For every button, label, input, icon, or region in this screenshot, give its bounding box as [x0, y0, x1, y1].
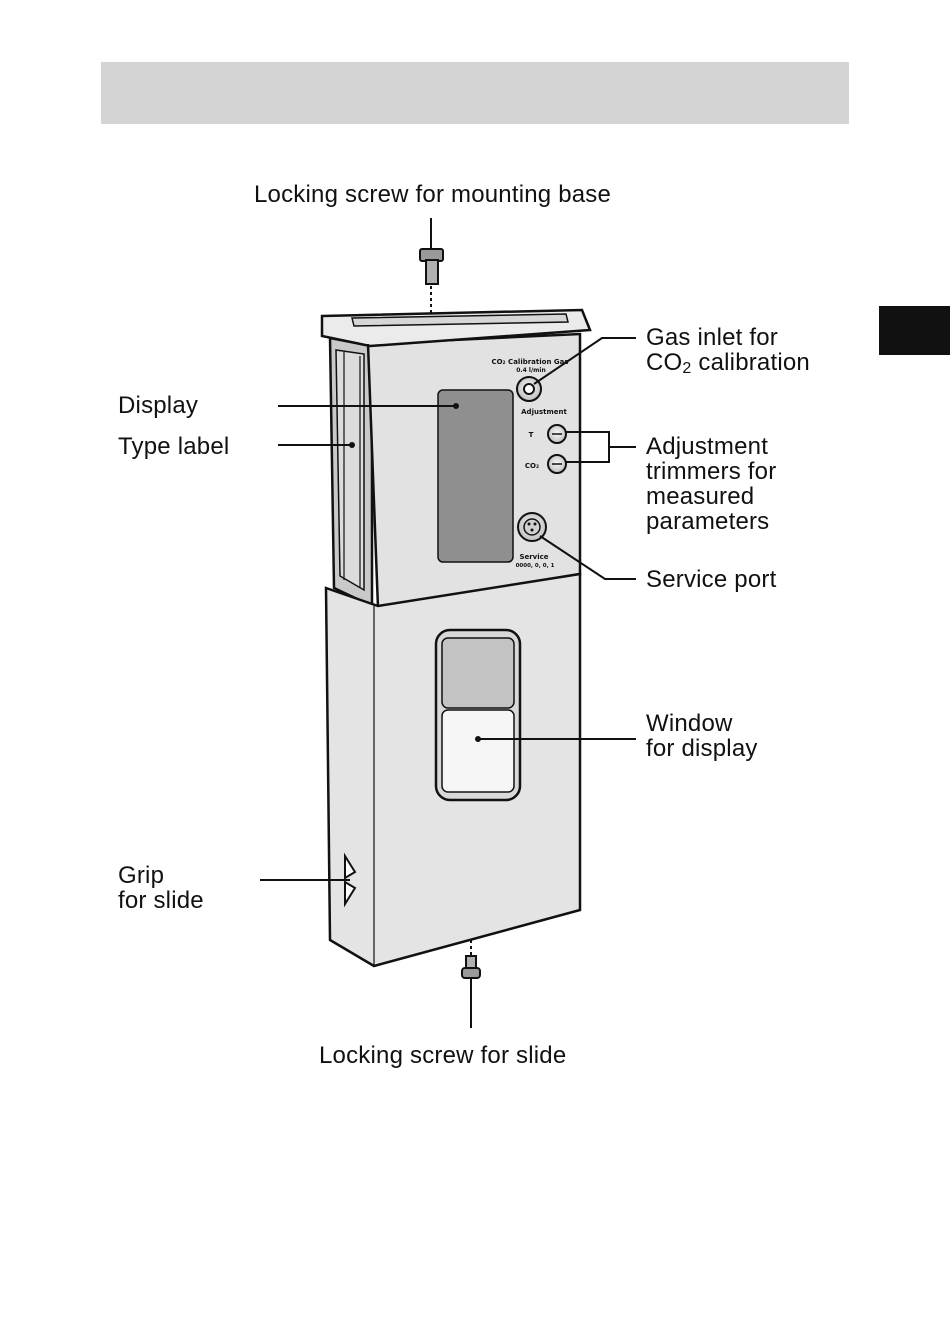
- label-gas-inlet-sub: 2: [682, 360, 691, 377]
- label-gas-inlet: Gas inlet for CO2 calibration: [646, 325, 810, 381]
- label-gas-inlet-line1: Gas inlet for: [646, 325, 810, 350]
- label-adjust-line2: trimmers for: [646, 459, 776, 484]
- label-grip-line1: Grip: [118, 863, 204, 888]
- trimmer-co2: [548, 455, 566, 473]
- label-window-line2: for display: [646, 736, 758, 761]
- label-gas-inlet-co: CO: [646, 349, 682, 376]
- device-service: Service: [519, 553, 548, 561]
- label-adjust-line3: measured: [646, 484, 776, 509]
- label-type-label: Type label: [118, 434, 229, 459]
- label-bottom-screw: Locking screw for slide: [319, 1043, 566, 1068]
- label-grip: Grip for slide: [118, 863, 204, 913]
- label-gas-inlet-line2: CO2 calibration: [646, 350, 810, 381]
- label-adjust-line4: parameters: [646, 509, 776, 534]
- device-adjustment: Adjustment: [521, 408, 567, 416]
- device-cal-gas-title: CO₂ Calibration Gas: [491, 358, 568, 366]
- device-trim-co2: CO₂: [525, 462, 539, 470]
- label-service-port: Service port: [646, 567, 776, 592]
- display-panel: [438, 390, 513, 562]
- label-gas-inlet-rest: calibration: [692, 349, 810, 376]
- device-cal-gas-flow: 0.4 l/min: [516, 367, 546, 374]
- label-adjust-line1: Adjustment: [646, 434, 776, 459]
- label-window-line1: Window: [646, 711, 758, 736]
- device-trim-t: T: [529, 431, 534, 439]
- label-window: Window for display: [646, 711, 758, 761]
- bottom-locking-screw: [462, 940, 480, 978]
- top-locking-screw: [420, 249, 443, 318]
- slide-housing: [326, 574, 580, 966]
- label-grip-line2: for slide: [118, 888, 204, 913]
- label-adjustment-trimmers: Adjustment trimmers for measured paramet…: [646, 434, 776, 534]
- label-top-screw: Locking screw for mounting base: [254, 182, 611, 207]
- trimmer-t: [548, 425, 566, 443]
- label-display: Display: [118, 393, 198, 418]
- device-service-sub: 0000, 0, 0, 1: [516, 563, 555, 569]
